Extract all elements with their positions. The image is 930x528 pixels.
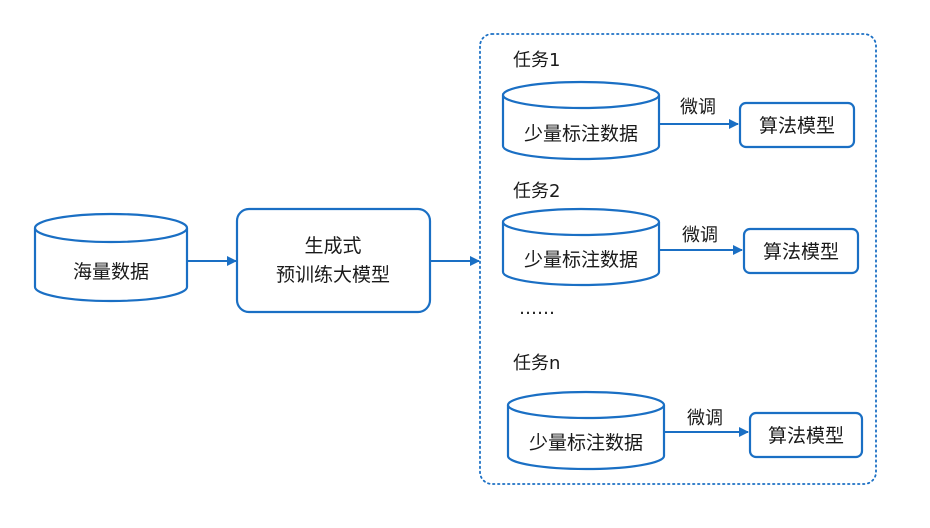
task-output-box-n: [748, 411, 864, 459]
task-title-1: 任务1: [513, 50, 560, 71]
task-database-body-2: [501, 222, 661, 287]
source-database-top: [33, 212, 189, 244]
task-output-label-n: 算法模型: [768, 425, 844, 447]
task-group-n: 任务n 少量标注数据 微调 算法模型: [506, 353, 864, 471]
model-box: 生成式 预训练大模型: [235, 207, 432, 314]
model-label-line2: 预训练大模型: [276, 264, 390, 286]
task-output-label-2: 算法模型: [763, 241, 839, 263]
task-database-label-n: 少量标注数据: [529, 432, 643, 454]
task-title-n: 任务n: [513, 353, 560, 374]
task-database-label-1: 少量标注数据: [524, 123, 638, 145]
source-database-body: [33, 228, 189, 303]
model-label-line1: 生成式: [304, 235, 361, 257]
task-database-body-1: [501, 95, 661, 161]
model-box-frame: [235, 207, 432, 314]
task-title-2: 任务2: [513, 181, 560, 202]
tasks-container: [479, 33, 877, 485]
task-edge-label-1: 微调: [680, 97, 716, 118]
task-database-body-n: [506, 405, 666, 471]
task-output-label-1: 算法模型: [759, 115, 835, 137]
task-output-box-1: [738, 101, 856, 149]
task-group-1: 任务1 少量标注数据 微调 算法模型: [501, 50, 856, 161]
task-edge-label-n: 微调: [687, 408, 723, 429]
source-database-label: 海量数据: [73, 261, 149, 283]
task-group-2: 任务2 少量标注数据 微调 算法模型: [501, 181, 860, 287]
task-database-top-2: [501, 207, 661, 237]
source-database: 海量数据: [33, 212, 189, 303]
task-edge-label-2: 微调: [682, 225, 718, 246]
task-output-box-2: [742, 227, 860, 275]
task-database-top-1: [501, 80, 661, 110]
task-database-top-n: [506, 390, 666, 420]
task-database-label-2: 少量标注数据: [524, 249, 638, 271]
ellipsis-label: ……: [519, 298, 555, 319]
